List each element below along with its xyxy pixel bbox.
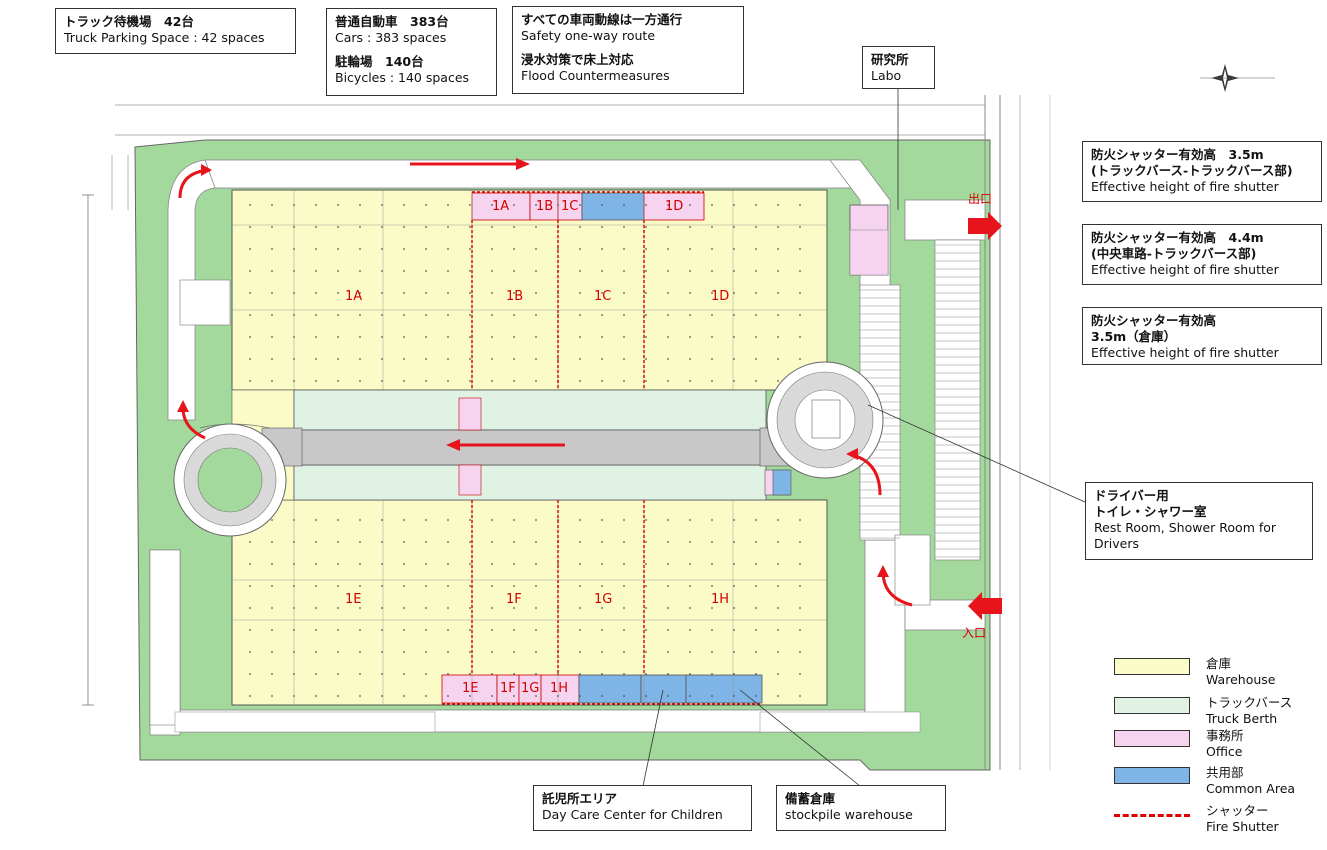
legend-shutter-en: Fire Shutter — [1206, 819, 1279, 834]
shutter2-jp1: 防火シャッター有効高 4.4m — [1091, 230, 1264, 245]
shutter2-en: Effective height of fire shutter — [1091, 262, 1279, 277]
legend-office-en: Office — [1206, 744, 1243, 759]
route-box: すべての車両動線は一方通行 Safety one-way route 浸水対策で… — [512, 6, 744, 94]
shutter-box-1: 防火シャッター有効高 3.5m (トラックバース-トラックバース部) Effec… — [1082, 141, 1322, 202]
daycare-en: Day Care Center for Children — [542, 807, 723, 822]
office-label-1H: 1H — [550, 681, 569, 696]
shutter1-jp1: 防火シャッター有効高 3.5m — [1091, 147, 1264, 162]
zone-label-1B: 1B — [506, 289, 524, 304]
right-ramp — [766, 361, 884, 479]
shutter-box-3: 防火シャッター有効高 3.5m（倉庫） Effective height of … — [1082, 307, 1322, 365]
legend-common-en: Common Area — [1206, 781, 1296, 796]
legend-swatch-office — [1114, 730, 1190, 747]
zone-label-1E: 1E — [345, 592, 362, 607]
daycare-box: 託児所エリア Day Care Center for Children — [533, 785, 752, 831]
office-label-1B: 1B — [536, 199, 554, 214]
stockpile-jp: 備蓄倉庫 — [785, 791, 836, 806]
exit-label: 出口 — [968, 192, 993, 206]
truck-parking-box: トラック待機場 42台 Truck Parking Space : 42 spa… — [55, 8, 296, 54]
cars-en: Cars : 383 spaces — [335, 30, 447, 45]
legend-warehouse-en: Warehouse — [1206, 672, 1276, 687]
office-label-1E: 1E — [462, 681, 479, 696]
office-label-1G: 1G — [521, 681, 540, 696]
shutter2-jp2: (中央車路-トラックバース部) — [1091, 246, 1257, 261]
traffic-arrows — [177, 158, 1002, 620]
column-dots — [249, 204, 801, 697]
driver-room-jp1: ドライバー用 — [1094, 488, 1169, 503]
parking-bottom — [174, 711, 921, 733]
legend-swatch-shutter — [1114, 814, 1190, 817]
oneway-en: Safety one-way route — [521, 28, 656, 43]
zone-label-1G: 1G — [594, 592, 613, 607]
legend-common-jp: 共用部 — [1206, 765, 1244, 780]
office-label-1C: 1C — [561, 199, 579, 214]
shutter1-jp2: (トラックバース-トラックバース部) — [1091, 163, 1293, 178]
legend-swatch-berth — [1114, 697, 1190, 714]
entrance-label: 入口 — [962, 626, 987, 640]
legend-warehouse-jp: 倉庫 — [1206, 656, 1232, 671]
building — [231, 189, 889, 706]
zone-label-1D: 1D — [711, 289, 730, 304]
office-label-1D: 1D — [665, 199, 684, 214]
driver-room-en1: Rest Room, Shower Room for — [1094, 520, 1277, 535]
bicycles-jp: 駐輪場 140台 — [335, 54, 424, 69]
daycare-jp: 託児所エリア — [542, 791, 618, 806]
labo-jp: 研究所 — [871, 52, 909, 67]
shutter3-jp2: 3.5m（倉庫） — [1091, 329, 1177, 344]
legend-office-jp: 事務所 — [1206, 728, 1244, 743]
labo-box: 研究所 Labo — [862, 46, 935, 89]
flood-jp: 浸水対策で床上対応 — [521, 52, 634, 67]
stockpile-en: stockpile warehouse — [785, 807, 913, 822]
legend-berth-jp: トラックバース — [1206, 695, 1293, 710]
stockpile-box: 備蓄倉庫 stockpile warehouse — [776, 785, 946, 831]
labo-en: Labo — [871, 68, 902, 83]
truck-parking-jp: トラック待機場 42台 — [64, 14, 194, 29]
left-ramp — [173, 423, 287, 537]
driver-room-en2: Drivers — [1094, 536, 1139, 551]
office-label-1A: 1A — [492, 199, 510, 214]
compass-icon — [1200, 64, 1275, 92]
shutter-box-2: 防火シャッター有効高 4.4m (中央車路-トラックバース部) Effectiv… — [1082, 224, 1322, 285]
leader-lines — [642, 88, 1086, 787]
shutter3-en: Effective height of fire shutter — [1091, 345, 1279, 360]
zone-label-1H: 1H — [711, 592, 730, 607]
driver-room-jp2: トイレ・シャワー室 — [1094, 504, 1207, 519]
oneway-jp: すべての車両動線は一方通行 — [521, 12, 683, 27]
parking-left — [149, 279, 231, 726]
legend-berth-en: Truck Berth — [1206, 711, 1278, 726]
office-label-1F: 1F — [500, 681, 516, 696]
zone-label-1F: 1F — [506, 592, 522, 607]
zone-label-1A: 1A — [345, 289, 363, 304]
legend-swatch-common — [1114, 767, 1190, 784]
legend-swatch-warehouse — [1114, 658, 1190, 675]
shutter3-jp1: 防火シャッター有効高 — [1091, 313, 1217, 328]
cars-jp: 普通自動車 383台 — [335, 14, 449, 29]
zone-label-1C: 1C — [594, 289, 612, 304]
parking-box: 普通自動車 383台 Cars : 383 spaces 駐輪場 140台 Bi… — [326, 8, 497, 96]
legend-shutter-jp: シャッター — [1206, 803, 1269, 818]
bicycles-en: Bicycles : 140 spaces — [335, 70, 470, 85]
truck-parking-en: Truck Parking Space : 42 spaces — [64, 30, 265, 45]
parking-stalls-right — [859, 239, 981, 606]
driver-room-box: ドライバー用 トイレ・シャワー室 Rest Room, Shower Room … — [1085, 482, 1313, 560]
flood-en: Flood Countermeasures — [521, 68, 670, 83]
fire-shutters — [442, 191, 762, 705]
shutter1-en: Effective height of fire shutter — [1091, 179, 1279, 194]
